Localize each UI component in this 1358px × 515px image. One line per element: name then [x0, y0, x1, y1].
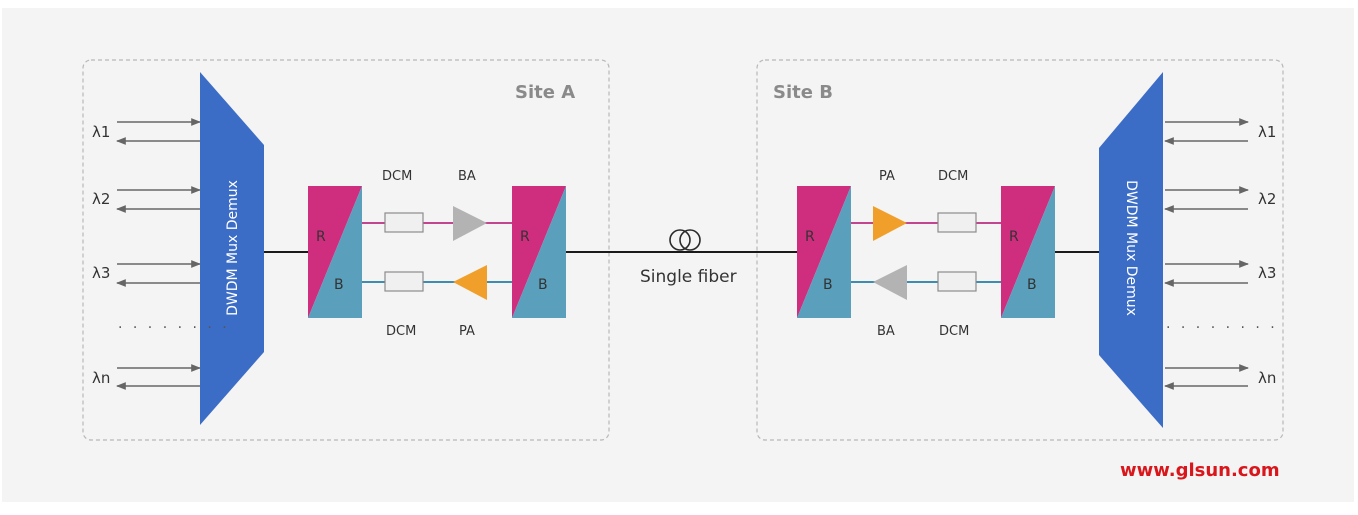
filter-r-label: R: [805, 229, 815, 245]
site-b: Site B R B PA DCM BA DCM R B DWD: [756, 59, 1284, 441]
site-a-filter-1: R B: [308, 186, 362, 318]
site-b-dcm-bottom: [937, 271, 977, 292]
site-b-mux-label: DWDM Mux Demux: [1123, 180, 1139, 316]
site-b-box: [756, 59, 1284, 441]
site-a-lambda-1: λ1: [92, 123, 110, 141]
site-a-title: Site A: [515, 82, 575, 103]
filter-b-label: B: [823, 277, 833, 293]
filter-b-label: B: [1027, 277, 1037, 293]
site-b-lambda-2: λ2: [1258, 190, 1276, 208]
filter-r-label: R: [1009, 229, 1019, 245]
site-a-lambda-n: λn: [92, 369, 110, 387]
site-a-dcm-top-label: DCM: [382, 169, 412, 184]
filter-b-label: B: [334, 277, 344, 293]
site-b-lambda-1: λ1: [1258, 123, 1276, 141]
site-a-lambda-2: λ2: [92, 190, 110, 208]
site-b-filter-2: R B: [1001, 186, 1055, 318]
site-b-ellipsis: · · · · · · · ·: [1166, 320, 1278, 336]
filter-r-label: R: [520, 229, 530, 245]
site-b-dcm-bottom-label: DCM: [939, 324, 969, 339]
fiber-label: Single fiber: [640, 267, 737, 287]
fiber-coil-left: [669, 229, 691, 251]
site-b-lambda-n: λn: [1258, 369, 1276, 387]
site-a-box: [82, 59, 610, 441]
site-b-dcm-top: [937, 212, 977, 233]
site-a: Site A DWDM Mux Demux λ1 λ2 λ3 · · · · ·…: [82, 59, 610, 441]
site-b-filter-1: R B: [797, 186, 851, 318]
site-a-pa-amp: [453, 265, 487, 300]
site-a-dcm-bottom-label: DCM: [386, 324, 416, 339]
site-a-ba-amp: [453, 206, 487, 241]
filter-b-label: B: [538, 277, 548, 293]
site-b-pa-label: PA: [879, 169, 895, 184]
fiber-link: Single fiber: [566, 229, 797, 287]
site-a-dcm-top: [384, 212, 424, 233]
site-a-mux-label: DWDM Mux Demux: [225, 180, 241, 316]
site-a-pa-label: PA: [459, 324, 475, 339]
site-b-dcm-top-label: DCM: [938, 169, 968, 184]
site-b-mux: [1099, 72, 1163, 428]
site-b-channels: λ1 λ2 λ3 · · · · · · · · λn: [1164, 118, 1278, 390]
filter-r-label: R: [316, 229, 326, 245]
site-b-title: Site B: [773, 82, 833, 103]
site-a-ellipsis: · · · · · · · ·: [118, 320, 230, 336]
site-b-lambda-3: λ3: [1258, 264, 1276, 282]
site-a-lambda-3: λ3: [92, 264, 110, 282]
watermark-url[interactable]: www.glsun.com: [1120, 460, 1280, 481]
site-a-filter-2: R B: [512, 186, 566, 318]
site-a-channels: λ1 λ2 λ3 · · · · · · · · λn: [92, 118, 230, 390]
site-b-pa-amp: [873, 206, 907, 241]
site-a-ba-label: BA: [458, 169, 476, 184]
fiber-coil-right: [679, 229, 701, 251]
site-b-ba-amp: [873, 265, 907, 300]
site-a-mux: [200, 72, 264, 425]
site-b-ba-label: BA: [877, 324, 895, 339]
site-a-dcm-bottom: [384, 271, 424, 292]
